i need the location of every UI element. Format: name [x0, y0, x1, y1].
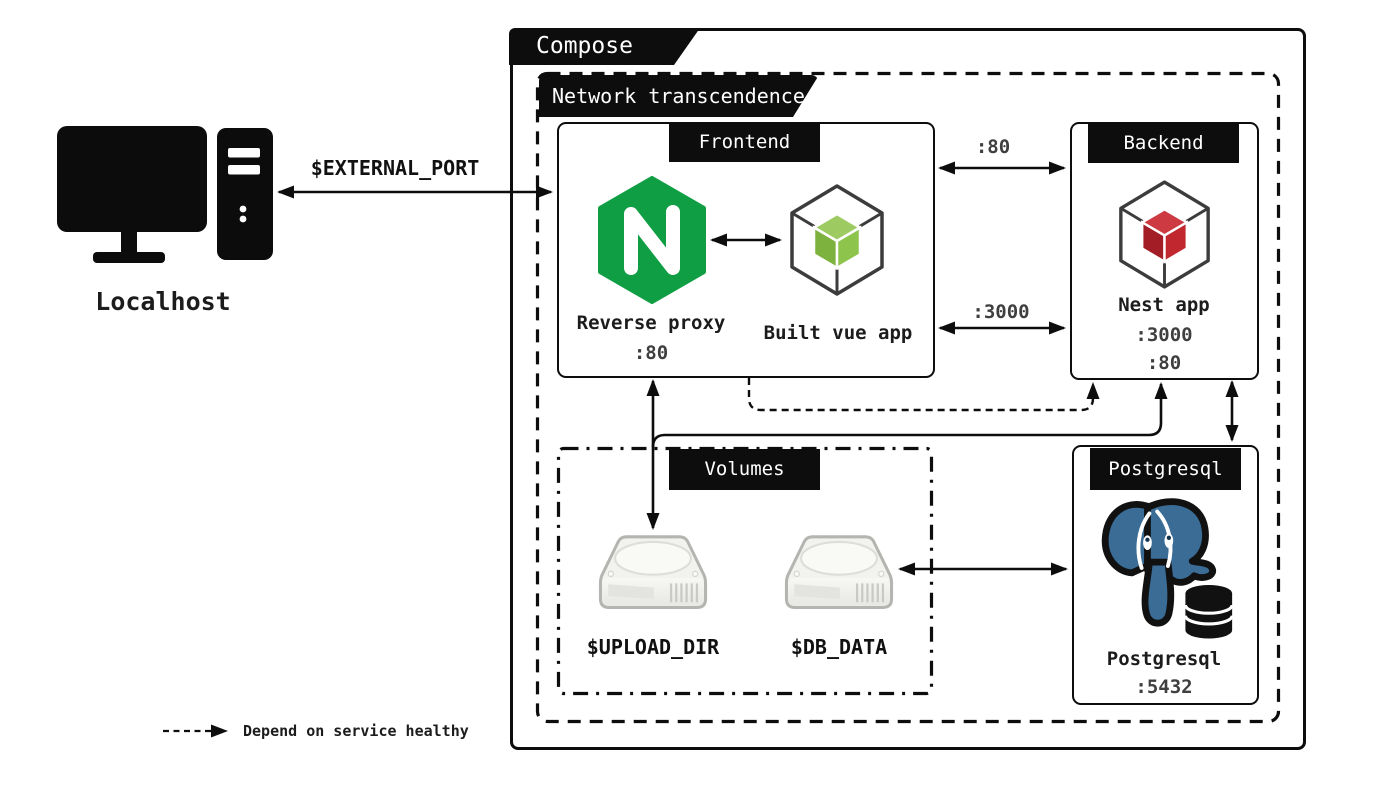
monitor-screen: [57, 126, 207, 232]
legend-depends-label: Depend on service healthy: [243, 722, 469, 740]
db-data-label: $DB_DATA: [790, 635, 888, 659]
upload-dir-label: $UPLOAD_DIR: [586, 635, 720, 659]
localhost-computer-icon: [57, 126, 273, 263]
nest-port-3000-label: :3000: [1135, 324, 1193, 346]
monitor-base: [93, 252, 165, 263]
network-tab-label: Network transcendence: [539, 75, 819, 117]
vue-app-label: Built vue app: [763, 322, 913, 344]
backend-tab-label: Backend: [1088, 123, 1239, 163]
postgresql-tab-label: Postgresql: [1090, 448, 1241, 490]
hard-disk-icon-upload: [598, 535, 708, 609]
nest-app-label: Nest app: [1118, 294, 1210, 316]
monitor-stand: [121, 230, 137, 254]
package-cube-icon-nest: [1119, 180, 1210, 289]
external-port-label: $EXTERNAL_PORT: [310, 156, 480, 180]
postgresql-port-label: :5432: [1135, 676, 1193, 698]
package-cube-icon-vue: [790, 184, 884, 296]
postgresql-app-label: Postgresql: [1106, 648, 1222, 670]
hard-disk-icon-db: [784, 535, 894, 609]
tower-case: [217, 128, 273, 260]
localhost-label: Localhost: [95, 287, 231, 316]
nest-port-80-label: :80: [1146, 352, 1182, 374]
compose-box: [510, 28, 1306, 750]
volumes-tab-label: Volumes: [669, 449, 820, 490]
frontend-backend-api-port-label: :3000: [972, 301, 1030, 323]
postgresql-elephant-icon: [1101, 498, 1234, 639]
compose-tab-label: Compose: [509, 28, 700, 65]
frontend-backend-http-port-label: :80: [975, 136, 1011, 158]
nginx-logo-icon: [598, 176, 706, 304]
nginx-port-label: :80: [633, 342, 669, 364]
database-cylinder-icon: [1183, 585, 1234, 639]
frontend-tab-label: Frontend: [669, 123, 820, 162]
nginx-label: Reverse proxy: [576, 312, 726, 334]
